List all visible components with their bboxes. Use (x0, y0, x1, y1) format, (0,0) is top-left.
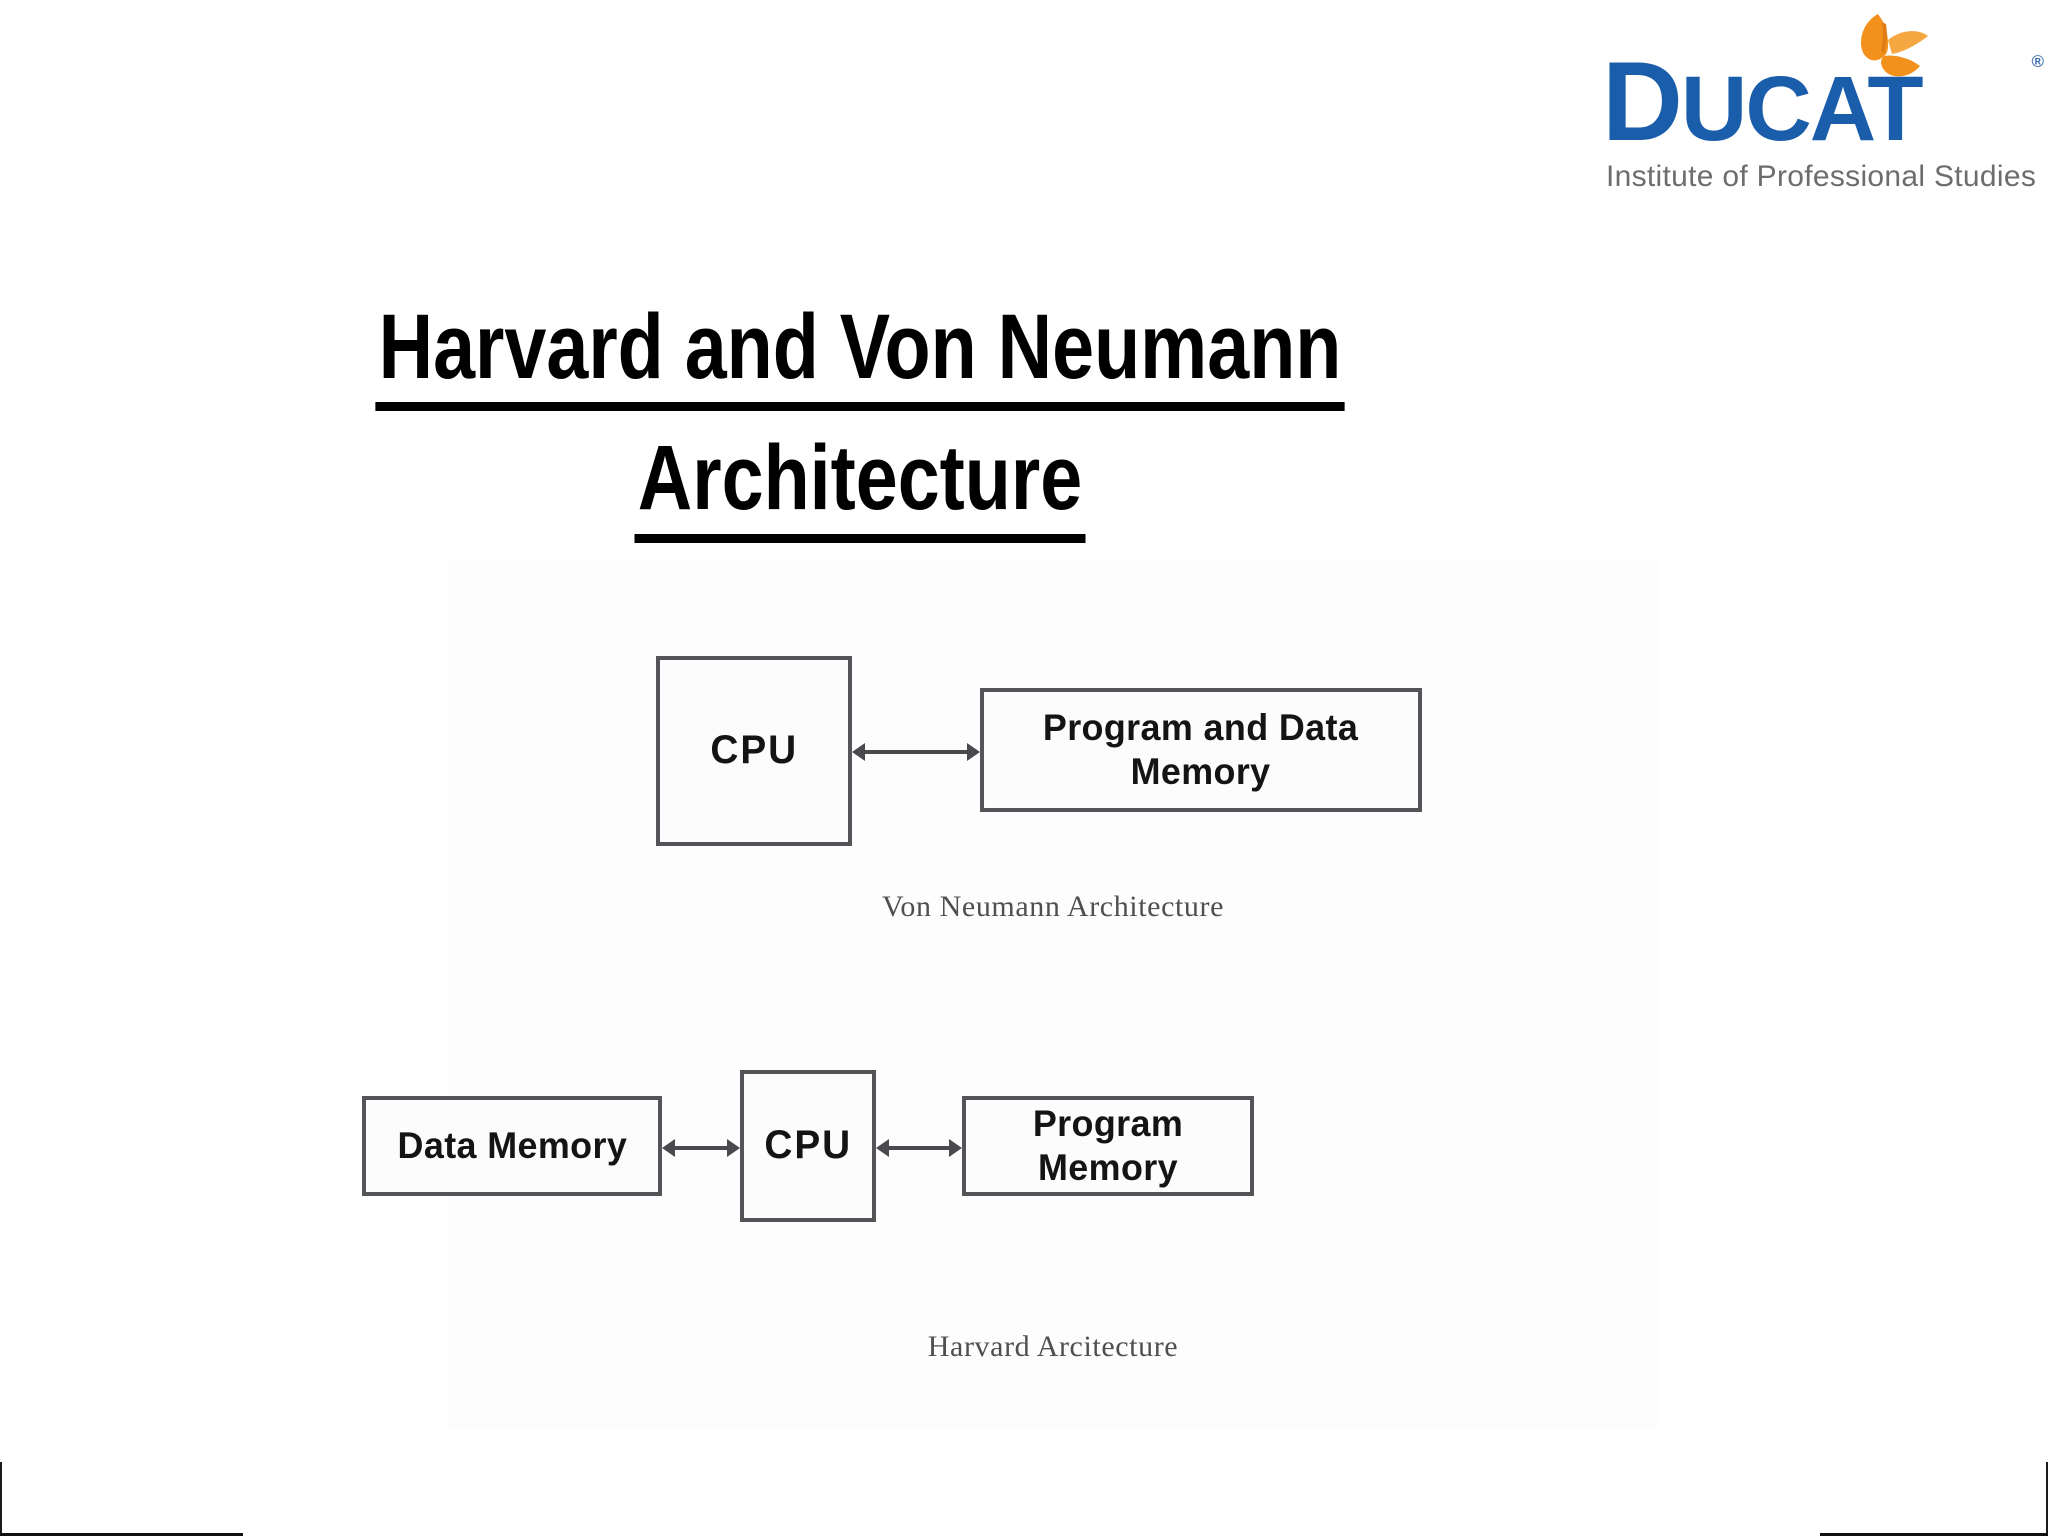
arrow-head-left-icon (876, 1139, 889, 1157)
arrow-head-right-icon (727, 1139, 740, 1157)
harvard-cpu-program-memory-arrow (876, 1139, 962, 1157)
harvard-diagram: Data Memory CPU Program Memory Harvard A… (362, 1000, 1658, 1363)
harvard-data-memory-box: Data Memory (362, 1096, 662, 1196)
ducat-wordmark-rest: UCAT (1680, 58, 1924, 160)
arrow-shaft (861, 750, 971, 754)
von-neumann-cpu-label: CPU (710, 728, 798, 773)
butterfly-icon (1860, 14, 1928, 77)
memory-label-line-1: Program and Data (1043, 707, 1359, 749)
ducat-wordmark: DUCAT (1602, 46, 2042, 158)
harvard-data-memory-label: Data Memory (397, 1125, 627, 1167)
harvard-cpu-label: CPU (764, 1123, 852, 1168)
ducat-wordmark-cap: D (1602, 39, 1683, 164)
page-title-line-2: Architecture (634, 425, 1086, 544)
arrow-head-left-icon (852, 743, 865, 761)
memory-label-line-2: Memory (1131, 751, 1271, 792)
slide-frame-bottom-right (1820, 1533, 2048, 1536)
slide-frame-left-edge (0, 1462, 2, 1536)
arrow-shaft (671, 1146, 731, 1150)
page-title-line-1: Harvard and Von Neumann (375, 294, 1345, 412)
harvard-program-memory-label: Program Memory (1032, 1103, 1184, 1188)
harvard-program-memory-box: Program Memory (962, 1096, 1254, 1196)
ducat-logo: DUCAT ® Institute of Professional Studie… (1602, 8, 2044, 208)
von-neumann-cpu-memory-arrow (852, 743, 980, 761)
arrow-shaft (885, 1146, 953, 1150)
harvard-cpu-box: CPU (740, 1070, 876, 1222)
arrow-head-right-icon (949, 1139, 962, 1157)
harvard-data-memory-cpu-arrow (662, 1139, 740, 1157)
ducat-tagline: Institute of Professional Studies (1606, 160, 2037, 193)
page-title: Harvard and Von Neumann Architecture (253, 294, 1467, 544)
slide-frame-right-edge (2046, 1462, 2048, 1536)
von-neumann-caption: Von Neumann Architecture (881, 890, 1225, 923)
arrow-head-right-icon (967, 743, 980, 761)
arrow-head-left-icon (662, 1139, 675, 1157)
registered-trademark-icon: ® (2031, 52, 2044, 71)
slide-frame-bottom-left (0, 1533, 243, 1536)
harvard-caption: Harvard Arcitecture (927, 1330, 1179, 1363)
von-neumann-cpu-box: CPU (656, 656, 852, 846)
